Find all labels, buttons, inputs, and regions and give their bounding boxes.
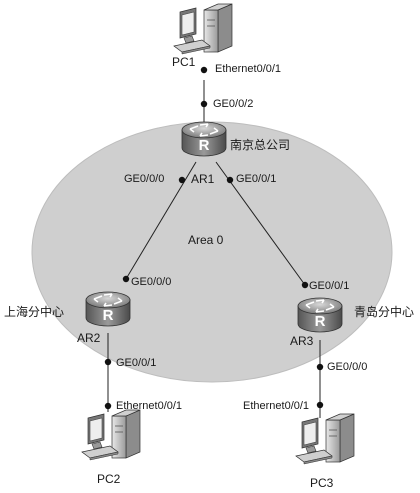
- pc1-label: PC1: [172, 55, 196, 69]
- area-label: Area 0: [188, 233, 224, 247]
- ar2-name-label: AR2: [77, 331, 101, 345]
- ar1-ge000-label: GE0/0/0: [124, 173, 164, 185]
- ar2-ge001-label: GE0/0/1: [116, 357, 156, 369]
- ar1-ge002-label: GE0/0/2: [213, 98, 253, 110]
- ar3-ge001-label: GE0/0/1: [309, 280, 349, 292]
- pc3-eth-label: Ethernet0/0/1: [243, 400, 309, 412]
- pc3-icon[interactable]: [295, 413, 355, 465]
- ar2-router-icon[interactable]: [85, 291, 131, 327]
- pc1-icon[interactable]: [173, 3, 233, 55]
- port-pc2-eth: [104, 402, 112, 410]
- port-pc3-eth: [316, 401, 324, 409]
- ar3-ge000-label: GE0/0/0: [327, 361, 367, 373]
- pc3-label: PC3: [310, 476, 334, 490]
- port-pc1-eth: [200, 66, 208, 74]
- port-ar3-ge001: [301, 281, 309, 289]
- ar1-router-icon[interactable]: [181, 121, 227, 157]
- ar1-ge001-label: GE0/0/1: [236, 173, 276, 185]
- port-ar2-ge000: [122, 275, 130, 283]
- port-ar1-ge002: [200, 100, 208, 108]
- port-ar1-ge000: [178, 176, 186, 184]
- ar1-name-label: AR1: [191, 172, 215, 186]
- port-ar1-ge001: [226, 176, 234, 184]
- ar3-name-label: AR3: [290, 334, 314, 348]
- ar3-router-icon[interactable]: [297, 297, 343, 333]
- pc1-eth-label: Ethernet0/0/1: [215, 63, 281, 75]
- port-ar2-ge001: [104, 358, 112, 366]
- pc2-label: PC2: [97, 472, 121, 486]
- ar1-site-label: 南京总公司: [230, 137, 290, 152]
- port-ar3-ge000: [316, 363, 324, 371]
- ar2-ge000-label: GE0/0/0: [131, 276, 171, 288]
- ar3-site-label: 青岛分中心: [354, 304, 414, 319]
- pc2-eth-label: Ethernet0/0/1: [116, 400, 182, 412]
- pc2-icon[interactable]: [81, 409, 141, 461]
- ar2-site-label: 上海分中心: [4, 304, 64, 319]
